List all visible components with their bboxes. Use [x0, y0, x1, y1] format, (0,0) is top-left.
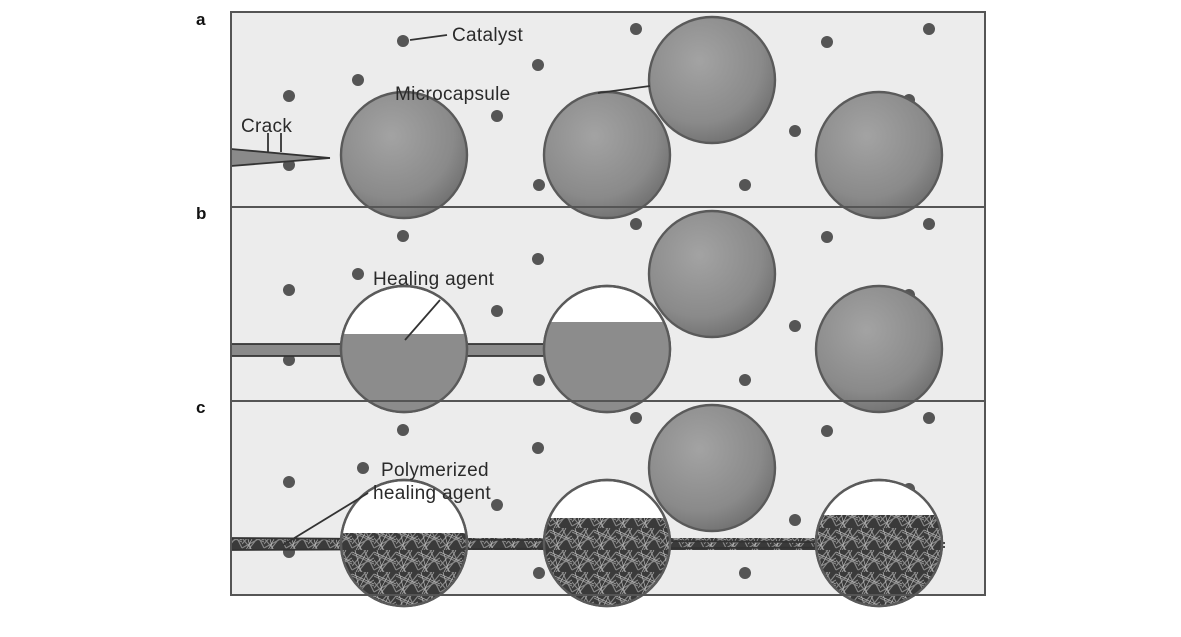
catalyst-particle [630, 412, 642, 424]
polymerized-capsule [542, 478, 672, 608]
panel-label-a: a [196, 10, 206, 29]
catalyst-label: Catalyst [452, 25, 523, 46]
healing-agent-leader [404, 299, 441, 341]
catalyst-particle [789, 514, 801, 526]
catalyst-particle [923, 412, 935, 424]
panel-label-b: b [196, 204, 206, 223]
crack-label: Crack [241, 116, 292, 137]
catalyst-particle [532, 253, 544, 265]
microcapsule [647, 15, 777, 145]
microcapsule [814, 90, 944, 220]
catalyst-particle [630, 23, 642, 35]
catalyst-particle [532, 59, 544, 71]
catalyst-particle [532, 442, 544, 454]
microcapsules-b [339, 209, 944, 414]
ruptured-capsule [542, 284, 672, 414]
callout-leaders [267, 34, 651, 546]
crack-a [230, 148, 331, 167]
polymerized-label-line2: healing agent [373, 483, 491, 504]
microcapsule [814, 284, 944, 414]
microcapsule [339, 90, 469, 220]
catalyst-particle [491, 305, 503, 317]
catalyst-particle [739, 567, 751, 579]
catalyst-particle [821, 425, 833, 437]
catalyst-particle [283, 90, 295, 102]
panel-label-c: c [196, 398, 205, 417]
catalyst-particle [533, 179, 545, 191]
catalyst-particle [491, 110, 503, 122]
catalyst-particle [283, 284, 295, 296]
catalyst-particle [397, 230, 409, 242]
catalyst-particle [533, 567, 545, 579]
catalyst-particle [352, 268, 364, 280]
catalyst-particle [283, 476, 295, 488]
catalyst-particle [739, 179, 751, 191]
figure-frame [230, 11, 986, 596]
catalyst-particle [789, 320, 801, 332]
microcapsule-leader [597, 85, 651, 94]
catalyst-particle [789, 125, 801, 137]
crack-wedge [231, 149, 330, 166]
catalyst-particle [283, 354, 295, 366]
microcapsule-label: Microcapsule [395, 84, 511, 105]
catalyst-leader [409, 34, 448, 41]
microcapsule [647, 403, 777, 533]
catalyst-particle [357, 462, 369, 474]
microcapsules-a [339, 15, 944, 220]
catalyst-particle [821, 231, 833, 243]
catalyst-particle [821, 36, 833, 48]
catalyst-particle [630, 218, 642, 230]
catalyst-particle [491, 499, 503, 511]
microcapsule [542, 90, 672, 220]
catalyst-particle [923, 23, 935, 35]
catalyst-particle [533, 374, 545, 386]
catalyst-particle [352, 74, 364, 86]
catalyst-particle [923, 218, 935, 230]
polymerized-label-line1: Polymerized [381, 460, 489, 481]
catalyst-particle [739, 374, 751, 386]
polymerized-capsule [814, 478, 944, 608]
microcapsules-c [339, 403, 944, 608]
healing-agent-label: Healing agent [373, 269, 495, 290]
polymerized-leader [282, 492, 369, 546]
catalyst-particle [397, 424, 409, 436]
catalyst-particle [397, 35, 409, 47]
microcapsule [647, 209, 777, 339]
